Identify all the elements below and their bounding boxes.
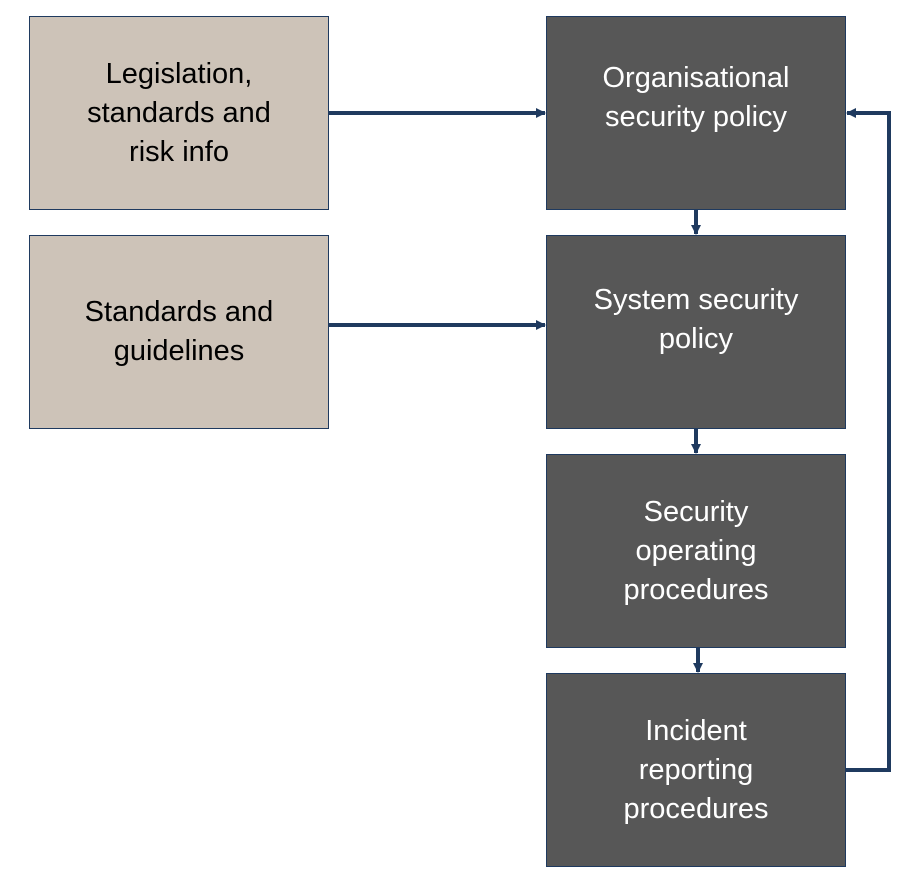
- incident-reporting-procedures-label: Incident reporting procedures: [623, 714, 769, 825]
- security-operating-procedures-box: Security operating procedures: [546, 454, 846, 648]
- legislation-standards-risk-box: Legislation, standards and risk info: [29, 16, 329, 210]
- system-security-policy-box: System security policy: [546, 235, 846, 429]
- security-operating-procedures-label: Security operating procedures: [623, 495, 769, 606]
- incident-reporting-procedures-box: Incident reporting procedures: [546, 673, 846, 867]
- feedback-arrow-incident-to-organisational: [846, 108, 891, 772]
- organisational-security-policy-box: Organisational security policy: [546, 16, 846, 210]
- legislation-standards-risk-label: Legislation, standards and risk info: [87, 57, 271, 168]
- system-security-policy-label: System security policy: [593, 283, 799, 355]
- standards-guidelines-label: Standards and guidelines: [84, 296, 274, 367]
- organisational-security-policy-label: Organisational security policy: [602, 62, 790, 133]
- standards-guidelines-box: Standards and guidelines: [29, 235, 329, 429]
